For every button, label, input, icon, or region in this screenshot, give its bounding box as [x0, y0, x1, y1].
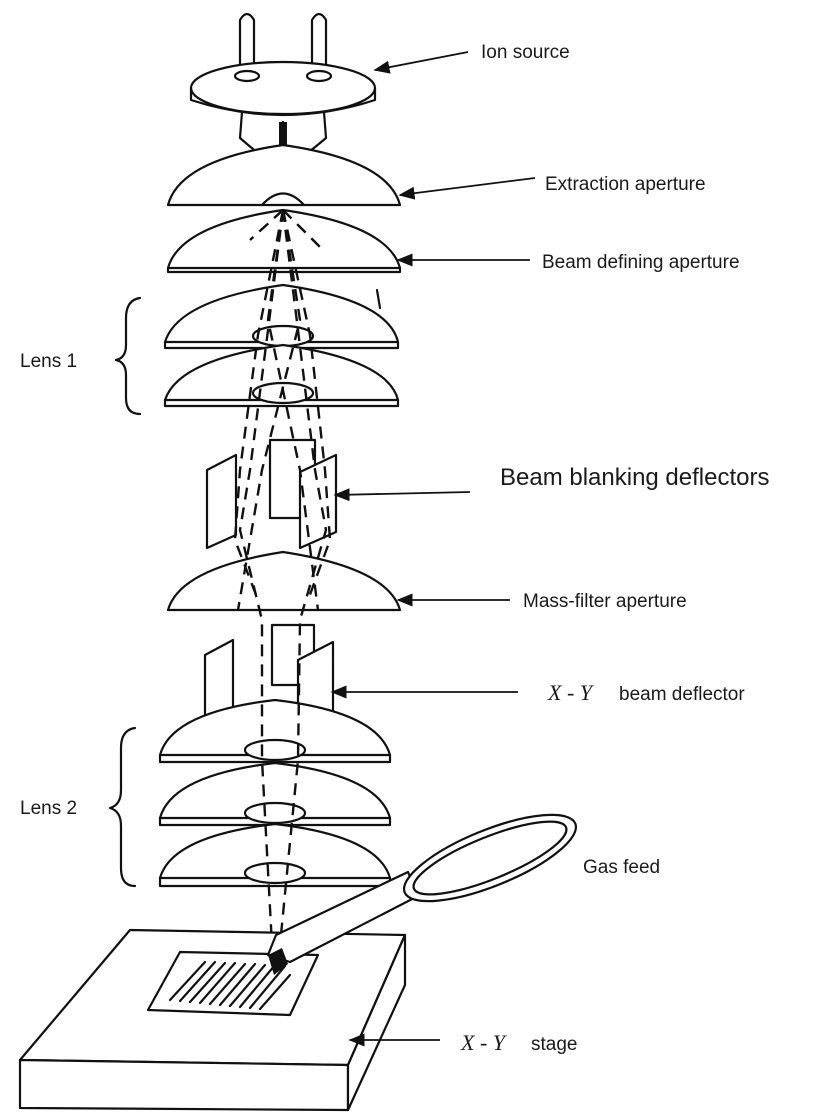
- gas-feed-label: Gas feed: [583, 857, 660, 878]
- lens-1-brace: [116, 298, 140, 414]
- lens-2-label: Lens 2: [20, 798, 77, 819]
- beam-blanking-deflectors-label: Beam blanking deflectors: [500, 464, 769, 491]
- beam-defining-aperture-label: Beam defining aperture: [542, 252, 740, 273]
- mass-filter-aperture-label: Mass-filter aperture: [523, 591, 687, 612]
- ion-source-label: Ion source: [481, 42, 570, 63]
- lens-1-label: Lens 1: [20, 351, 77, 372]
- extraction-aperture-label: Extraction aperture: [545, 174, 706, 195]
- beam-blanking-deflectors: [207, 440, 336, 548]
- xy-stage: [20, 930, 405, 1110]
- lens-2: [160, 700, 390, 886]
- xy-stage-xy-label: X - Y: [460, 1030, 508, 1055]
- xy-beam-deflector-xy-label: X - Y: [547, 680, 595, 705]
- xy-beam-deflector-label: beam deflector: [619, 684, 745, 705]
- lens-2-brace: [110, 728, 135, 886]
- xy-stage-label: stage: [531, 1034, 577, 1055]
- mass-filter-aperture: [168, 552, 400, 610]
- extraction-aperture: [168, 145, 400, 205]
